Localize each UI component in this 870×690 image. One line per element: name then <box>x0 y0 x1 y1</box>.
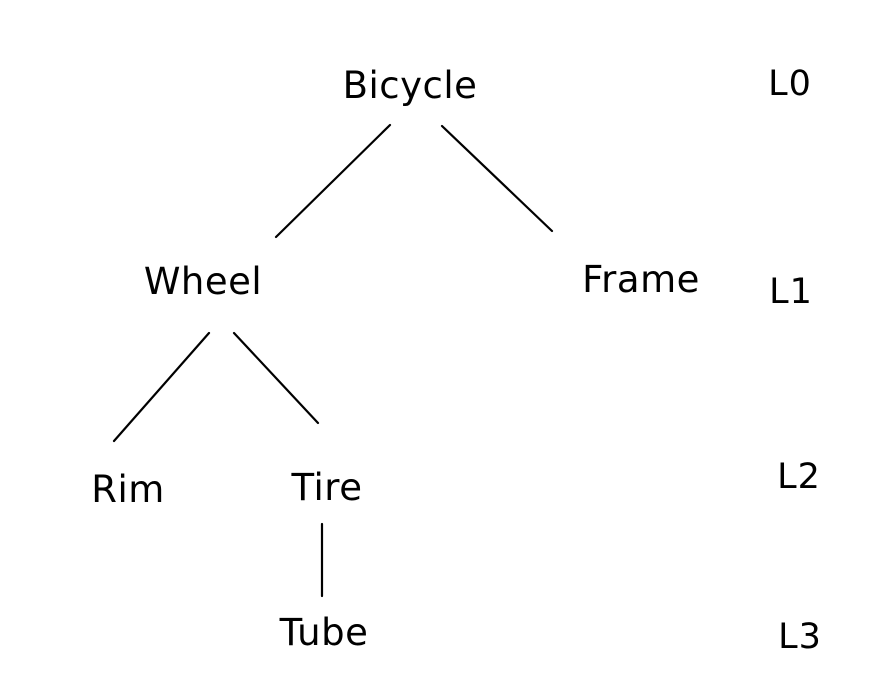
node-group: Bicycle Wheel Frame Rim Tire Tube <box>91 64 700 654</box>
level-label-l0: L0 <box>768 64 812 104</box>
edge-bicycle-wheel <box>274 123 392 239</box>
level-label-l2: L2 <box>777 457 821 497</box>
node-tube[interactable]: Tube <box>279 611 369 654</box>
level-label-l1: L1 <box>769 272 813 312</box>
node-rim[interactable]: Rim <box>91 468 165 511</box>
node-tire[interactable]: Tire <box>291 466 363 509</box>
edge-bicycle-frame <box>440 124 554 233</box>
level-label-group: L0 L1 L2 L3 <box>768 64 822 657</box>
node-bicycle[interactable]: Bicycle <box>343 64 478 107</box>
edge-wheel-rim <box>112 331 211 443</box>
edge-wheel-tire <box>232 331 320 425</box>
node-frame[interactable]: Frame <box>582 258 700 301</box>
edge-group <box>112 123 554 598</box>
node-wheel[interactable]: Wheel <box>144 260 262 303</box>
level-label-l3: L3 <box>778 617 822 657</box>
